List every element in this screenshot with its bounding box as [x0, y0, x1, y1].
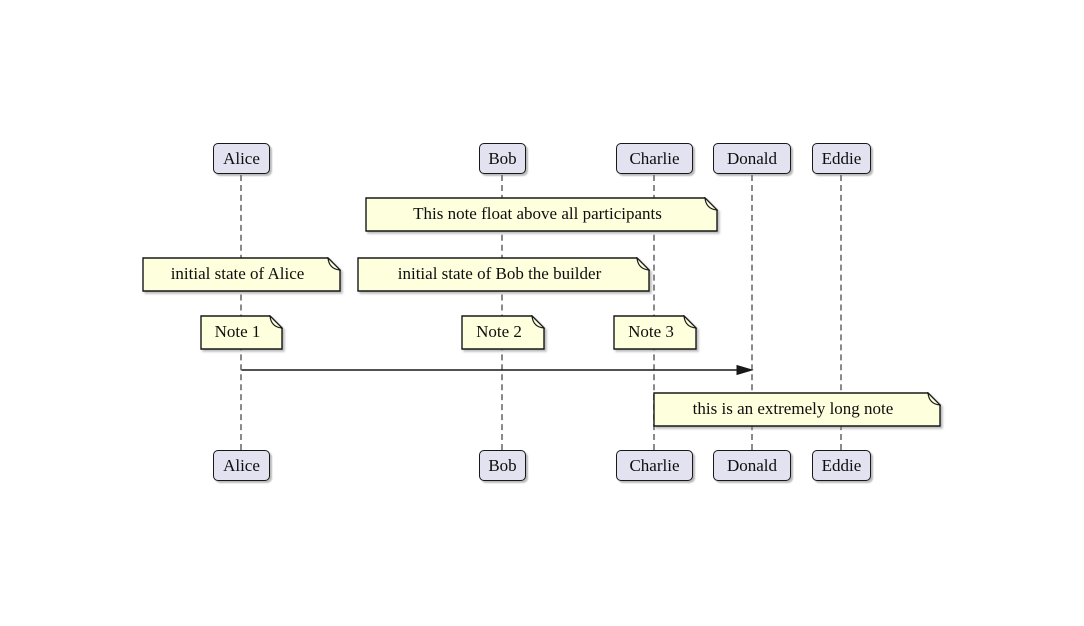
lifeline-donald [751, 175, 753, 450]
note-shape [461, 315, 545, 350]
note-extremely-long: this is an extremely long note [653, 392, 941, 427]
note-shape [365, 197, 718, 232]
note-text: This note float above all participants [413, 204, 662, 223]
lifeline-alice [240, 175, 242, 450]
participant-bob-top: Bob [479, 143, 526, 174]
participant-label: Eddie [821, 455, 862, 475]
note-text: Note 1 [214, 322, 261, 341]
note-1: Note 1 [200, 315, 283, 350]
note-2: Note 2 [461, 315, 545, 350]
participant-eddie-bottom: Eddie [812, 450, 871, 481]
note-text: initial state of Alice [170, 264, 305, 283]
participant-label: Charlie [629, 148, 680, 168]
note-text: this is an extremely long note [692, 399, 894, 418]
participant-label: Eddie [821, 148, 862, 168]
lifeline-bob [501, 175, 503, 450]
note-text: Note 3 [628, 322, 674, 341]
participant-charlie-top: Charlie [616, 143, 693, 174]
participant-donald-top: Donald [713, 143, 791, 174]
participant-label: Charlie [629, 455, 680, 475]
participant-charlie-bottom: Charlie [616, 450, 693, 481]
lifeline-eddie [840, 175, 842, 450]
note-text: initial state of Bob the builder [397, 264, 602, 283]
participant-label: Alice [223, 148, 260, 168]
note-shape [357, 257, 650, 292]
participant-label: Bob [488, 455, 517, 475]
note-text: Note 2 [476, 322, 522, 341]
note-initial-state-alice: initial state of Alice [142, 257, 341, 292]
participant-alice-bottom: Alice [213, 450, 270, 481]
lifeline-charlie [653, 175, 655, 450]
note-initial-state-bob: initial state of Bob the builder [357, 257, 650, 292]
note-shape [142, 257, 341, 292]
participant-eddie-top: Eddie [812, 143, 871, 174]
note-3: Note 3 [613, 315, 697, 350]
note-floating-above-participants: This note float above all participants [365, 197, 718, 232]
note-shape [200, 315, 283, 350]
participant-label: Bob [488, 148, 517, 168]
participant-donald-bottom: Donald [713, 450, 791, 481]
participant-label: Donald [726, 455, 778, 475]
participant-bob-bottom: Bob [479, 450, 526, 481]
note-shape [613, 315, 697, 350]
note-shape [653, 392, 941, 427]
message-arrow-alice-to-donald [241, 364, 754, 376]
participant-label: Alice [223, 455, 260, 475]
participant-label: Donald [726, 148, 778, 168]
participant-alice-top: Alice [213, 143, 270, 174]
